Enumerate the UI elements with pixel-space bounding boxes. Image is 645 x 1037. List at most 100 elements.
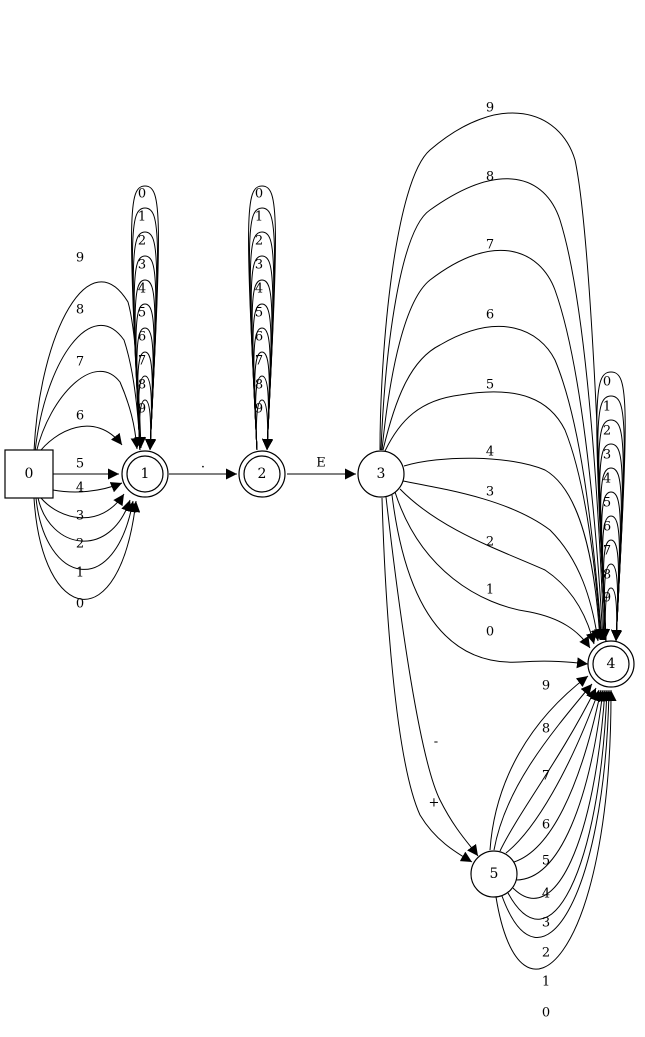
edge-label-1-self-loop: 8 bbox=[138, 378, 146, 393]
edge-3-to-5 bbox=[381, 497, 473, 863]
state-label: 2 bbox=[258, 466, 267, 482]
edge-0-to-1 bbox=[35, 497, 137, 570]
edge-0-to-1 bbox=[34, 325, 145, 453]
state-circle-shape bbox=[357, 450, 405, 498]
edge-label-3-to-4: 4 bbox=[486, 445, 494, 460]
edge-label-0-to-1: 8 bbox=[76, 303, 84, 318]
edge-label-0-to-1: 9 bbox=[76, 251, 84, 266]
edge-2-self-loop bbox=[254, 351, 274, 451]
state-node-1: 1 bbox=[121, 450, 169, 498]
edge-label-0-to-1: 1 bbox=[76, 566, 84, 581]
edge-label-2-self-loop: 3 bbox=[255, 258, 263, 273]
accept-state-inner-ring bbox=[243, 455, 281, 493]
edge-label-1-self-loop: 9 bbox=[138, 402, 146, 417]
edge-label-4-self-loop: 9 bbox=[603, 591, 611, 606]
edge-0-to-1 bbox=[36, 425, 123, 456]
edge-3-to-4 bbox=[394, 491, 591, 649]
edge-label-3-to-4: 8 bbox=[486, 170, 494, 185]
edge-1-self-loop bbox=[137, 351, 157, 451]
edge-label-4-self-loop: 8 bbox=[603, 568, 611, 583]
edge-label-1-self-loop: 4 bbox=[138, 282, 146, 297]
edge-4-self-loop bbox=[601, 491, 623, 642]
edge-label-2-self-loop: 0 bbox=[255, 187, 263, 202]
edge-4-self-loop bbox=[602, 515, 623, 642]
edge-3-to-4 bbox=[382, 325, 607, 641]
edge-label-0-to-1: 2 bbox=[76, 537, 84, 552]
edge-3-to-4 bbox=[380, 178, 610, 641]
edge-1-self-loop bbox=[138, 399, 157, 451]
edge-label-1-self-loop: 0 bbox=[138, 187, 146, 202]
edge-label-5-to-4: 5 bbox=[542, 854, 550, 869]
edge-3-to-4 bbox=[391, 494, 589, 669]
edge-0-to-1 bbox=[40, 493, 125, 519]
edge-5-to-4 bbox=[499, 687, 597, 852]
edge-label-5-to-4: 4 bbox=[542, 887, 550, 902]
edge-5-to-4 bbox=[493, 683, 593, 851]
edge-label-0-to-1: 5 bbox=[76, 457, 84, 472]
edge-5-to-4 bbox=[515, 689, 608, 881]
edge-label-2-self-loop: 4 bbox=[255, 282, 263, 297]
edge-2-self-loop bbox=[252, 303, 274, 451]
accept-state-inner-ring bbox=[126, 455, 164, 493]
edge-5-to-4 bbox=[512, 689, 610, 899]
edge-label-0-to-1: 7 bbox=[76, 355, 84, 370]
edge-0-to-1 bbox=[33, 497, 141, 600]
edge-5-to-4 bbox=[501, 689, 615, 938]
node-layer: 0 1 2 3 4 5 bbox=[4, 449, 635, 898]
edge-label-2-self-loop: 5 bbox=[255, 306, 263, 321]
edge-label-2-to-3: E bbox=[316, 456, 326, 471]
edge-label-1-self-loop: 3 bbox=[138, 258, 146, 273]
edge-4-self-loop bbox=[600, 467, 623, 642]
edge-label-2-self-loop: 9 bbox=[255, 402, 263, 417]
state-node-0: 0 bbox=[4, 449, 54, 499]
edge-label-3-to-4: 9 bbox=[486, 101, 494, 116]
edge-4-self-loop bbox=[604, 587, 623, 642]
edge-3-to-4 bbox=[381, 249, 608, 641]
edge-label-5-to-4: 6 bbox=[542, 818, 550, 833]
state-label: 3 bbox=[377, 466, 386, 482]
edge-label-4-self-loop: 3 bbox=[603, 448, 611, 463]
state-label: 0 bbox=[25, 466, 34, 482]
edge-label-2-self-loop: 8 bbox=[255, 378, 263, 393]
edge-0-to-1 bbox=[52, 482, 123, 493]
edge-label-4-self-loop: 5 bbox=[603, 496, 611, 511]
edge-3-to-4 bbox=[403, 457, 605, 641]
edge-5-to-4 bbox=[505, 689, 601, 854]
edge-label-5-to-4: 9 bbox=[542, 679, 550, 694]
edge-label-2-self-loop: 2 bbox=[255, 234, 263, 249]
edge-1-self-loop bbox=[135, 303, 157, 451]
edge-label-0-to-1: 3 bbox=[76, 509, 84, 524]
state-node-3: 3 bbox=[357, 450, 405, 498]
edge-label-3-to-4: 6 bbox=[486, 308, 494, 323]
edge-0-to-1 bbox=[37, 497, 132, 542]
edge-label-4-self-loop: 4 bbox=[603, 472, 611, 487]
edge-layer bbox=[33, 112, 626, 970]
edge-2-self-loop bbox=[255, 375, 274, 451]
edge-label-5-to-4: 3 bbox=[542, 916, 550, 931]
edge-label-4-self-loop: 7 bbox=[603, 544, 611, 559]
edge-label-1-self-loop: 5 bbox=[138, 306, 146, 321]
edge-label-5-to-4: 7 bbox=[542, 769, 550, 784]
edge-4-self-loop bbox=[603, 539, 623, 642]
edge-label-0-to-1: 0 bbox=[76, 597, 84, 612]
edge-label-3-to-4: 3 bbox=[486, 485, 494, 500]
label-layer: 987654321001234567890123456789.E98765432… bbox=[76, 101, 611, 1021]
edge-4-self-loop bbox=[598, 419, 624, 642]
edge-label-1-self-loop: 7 bbox=[138, 354, 146, 369]
edge-label-3-to-4: 7 bbox=[486, 238, 494, 253]
state-label: 4 bbox=[607, 656, 616, 672]
edge-label-1-self-loop: 2 bbox=[138, 234, 146, 249]
edge-label-3-to-4: 5 bbox=[486, 378, 494, 393]
state-label: 5 bbox=[490, 866, 499, 882]
edge-2-self-loop bbox=[255, 399, 274, 451]
edge-label-3-to-5: - bbox=[434, 735, 438, 750]
edge-5-to-4 bbox=[513, 689, 605, 863]
edge-5-to-4 bbox=[495, 689, 617, 970]
edge-label-2-self-loop: 6 bbox=[255, 330, 263, 345]
state-node-4: 4 bbox=[587, 640, 635, 688]
edge-label-1-self-loop: 6 bbox=[138, 330, 146, 345]
accept-state-inner-ring bbox=[592, 645, 630, 683]
edge-label-2-self-loop: 1 bbox=[255, 210, 263, 225]
edge-label-4-self-loop: 1 bbox=[603, 400, 611, 415]
edge-5-to-4 bbox=[489, 675, 589, 851]
